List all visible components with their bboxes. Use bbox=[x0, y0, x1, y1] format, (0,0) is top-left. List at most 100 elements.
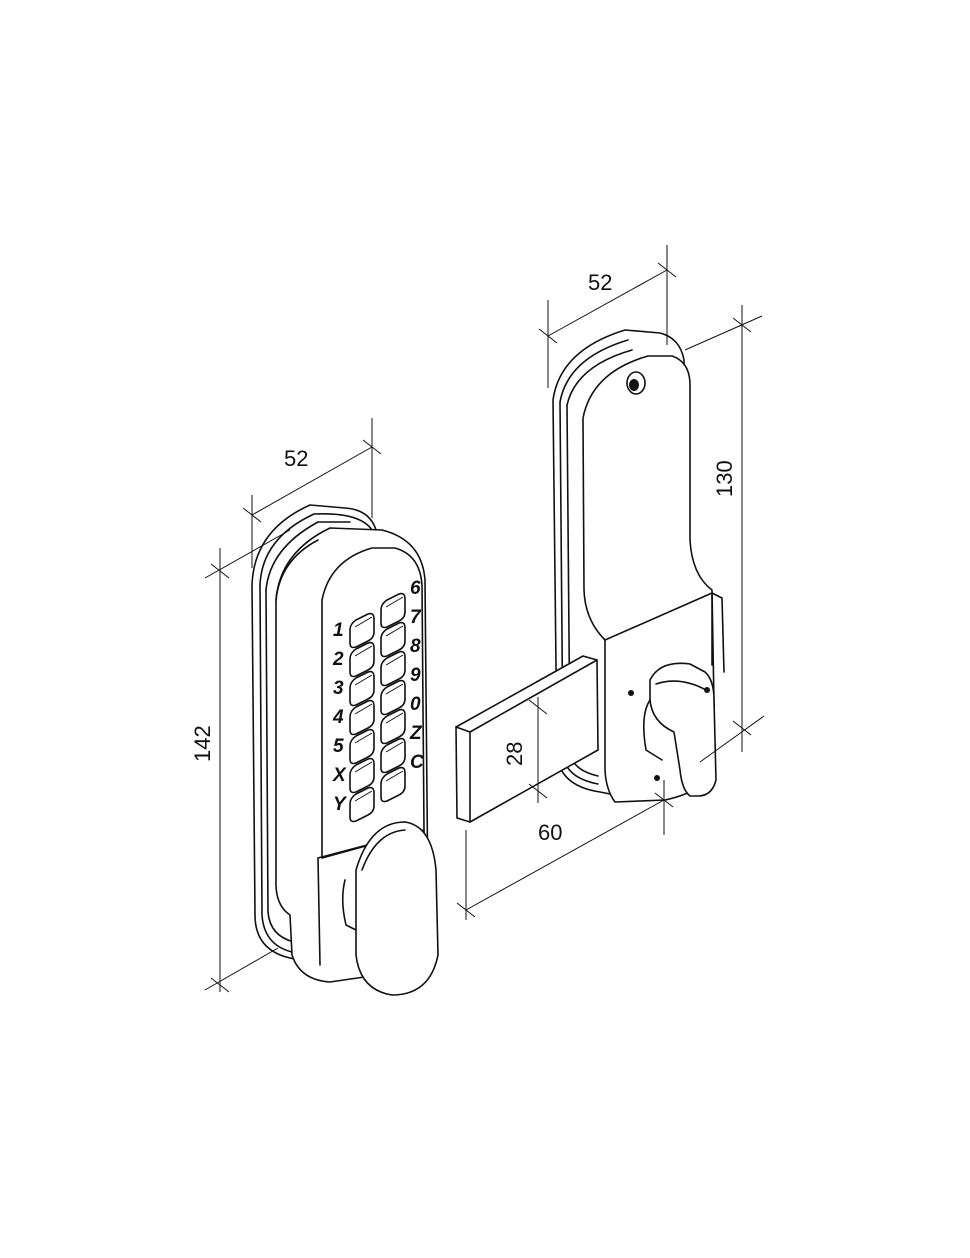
key-button-5-edge bbox=[354, 732, 373, 744]
key-button-5 bbox=[349, 728, 375, 765]
key-button-9-edge bbox=[385, 683, 404, 695]
dim-back-height-ext-bottom bbox=[699, 715, 765, 763]
key-label-3: 3 bbox=[333, 678, 344, 699]
dim-keypad-width: 52 bbox=[242, 418, 382, 568]
knob bbox=[355, 821, 439, 996]
dim-tick bbox=[654, 792, 674, 808]
dim-bolt-height-label: 28 bbox=[502, 742, 527, 766]
dim-keypad-height: 142 bbox=[190, 529, 291, 993]
keypad-unit: 1 2 3 4 5 X Y 6 7 8 9 0 Z C bbox=[251, 504, 439, 996]
dim-tick bbox=[528, 699, 548, 715]
dim-bolt-height: 28 bbox=[502, 697, 548, 803]
bolt-top-edge bbox=[469, 659, 598, 733]
key-button-1 bbox=[349, 612, 375, 649]
dim-tick bbox=[456, 902, 476, 918]
dim-tick bbox=[210, 977, 230, 993]
keypad-plate-edge bbox=[259, 584, 293, 953]
dim-tick bbox=[210, 563, 230, 579]
key-label-7: 7 bbox=[410, 607, 422, 628]
key-button-x-edge bbox=[354, 761, 373, 773]
key-button-2-edge bbox=[354, 645, 373, 657]
dim-bolt-length-label: 60 bbox=[538, 820, 562, 845]
dim-back-width-line bbox=[547, 269, 668, 337]
key-label-x: X bbox=[332, 765, 347, 786]
key-button-2 bbox=[349, 641, 375, 678]
dim-back-height-label: 130 bbox=[712, 460, 737, 497]
key-button-z-edge bbox=[385, 741, 404, 753]
dim-tick bbox=[657, 262, 677, 278]
dim-tick bbox=[538, 328, 558, 344]
thumb-turn-base bbox=[642, 699, 663, 761]
key-button-y-edge bbox=[354, 790, 373, 802]
key-label-9: 9 bbox=[410, 665, 421, 686]
dim-tick bbox=[732, 317, 752, 333]
screw-hole bbox=[626, 371, 646, 395]
keypad-buttons bbox=[349, 592, 406, 823]
key-label-z: Z bbox=[409, 723, 423, 744]
key-button-3-edge bbox=[354, 674, 373, 686]
key-button-z bbox=[380, 737, 406, 774]
thumb-turn-ridge bbox=[655, 680, 707, 691]
key-label-y: Y bbox=[333, 794, 348, 815]
key-button-7-edge bbox=[385, 625, 404, 637]
dim-back-width: 52 bbox=[538, 245, 677, 388]
housing-screw-bottom bbox=[654, 775, 660, 781]
keypad-plate-edge-inner bbox=[265, 589, 295, 943]
dim-bolt-length: 60 bbox=[456, 780, 674, 920]
lock-housing-top bbox=[604, 592, 725, 673]
key-label-8: 8 bbox=[410, 636, 421, 657]
thumb-turn-dot bbox=[704, 687, 710, 693]
key-button-9 bbox=[380, 679, 406, 716]
housing-screw-top bbox=[628, 690, 634, 696]
key-button-c bbox=[380, 766, 406, 803]
screw-hole-dark bbox=[629, 379, 639, 391]
dim-tick bbox=[362, 439, 382, 455]
dim-back-width-label: 52 bbox=[588, 270, 612, 295]
key-button-8 bbox=[380, 650, 406, 687]
back-plate-inner bbox=[566, 349, 633, 406]
key-button-8-edge bbox=[385, 654, 404, 666]
dim-bolt-length-line bbox=[465, 799, 665, 911]
keypad-backplate-inner bbox=[265, 521, 351, 591]
key-button-0-edge bbox=[385, 712, 404, 724]
back-unit bbox=[455, 329, 725, 823]
key-label-4: 4 bbox=[332, 707, 344, 728]
key-button-6 bbox=[380, 592, 406, 629]
key-label-c: C bbox=[410, 752, 424, 773]
dim-back-height: 130 bbox=[684, 305, 765, 763]
key-button-3 bbox=[349, 670, 375, 707]
keypad-face bbox=[321, 547, 425, 859]
key-button-c-edge bbox=[385, 770, 404, 782]
keypad-backplate-mid bbox=[259, 513, 373, 586]
bolt bbox=[455, 655, 599, 823]
key-label-5: 5 bbox=[333, 736, 344, 757]
knob-highlight bbox=[361, 829, 406, 871]
knob-recess-edge bbox=[317, 857, 321, 966]
key-label-6: 6 bbox=[410, 578, 421, 599]
key-button-4-edge bbox=[354, 703, 373, 715]
thumb-turn bbox=[649, 662, 717, 797]
key-button-1-edge bbox=[354, 616, 373, 628]
key-button-x bbox=[349, 757, 375, 794]
key-label-2: 2 bbox=[332, 649, 344, 670]
dim-back-height-ext-top bbox=[684, 315, 763, 351]
dim-tick bbox=[528, 783, 548, 799]
back-plate-mid bbox=[559, 339, 629, 403]
key-button-7 bbox=[380, 621, 406, 658]
dim-keypad-height-ext-bottom bbox=[204, 947, 279, 991]
dim-tick bbox=[732, 720, 752, 736]
key-label-0: 0 bbox=[410, 694, 421, 715]
key-button-0 bbox=[380, 708, 406, 745]
dim-keypad-width-label: 52 bbox=[284, 446, 308, 471]
dim-tick bbox=[242, 507, 262, 523]
knob-shaft bbox=[341, 879, 357, 931]
keypad-housing-edge bbox=[275, 539, 319, 601]
key-button-y bbox=[349, 786, 375, 823]
key-label-1: 1 bbox=[333, 620, 344, 641]
dim-keypad-width-line bbox=[251, 446, 373, 516]
key-button-4 bbox=[349, 699, 375, 736]
key-button-6-edge bbox=[385, 596, 404, 608]
dim-keypad-height-label: 142 bbox=[190, 725, 215, 762]
